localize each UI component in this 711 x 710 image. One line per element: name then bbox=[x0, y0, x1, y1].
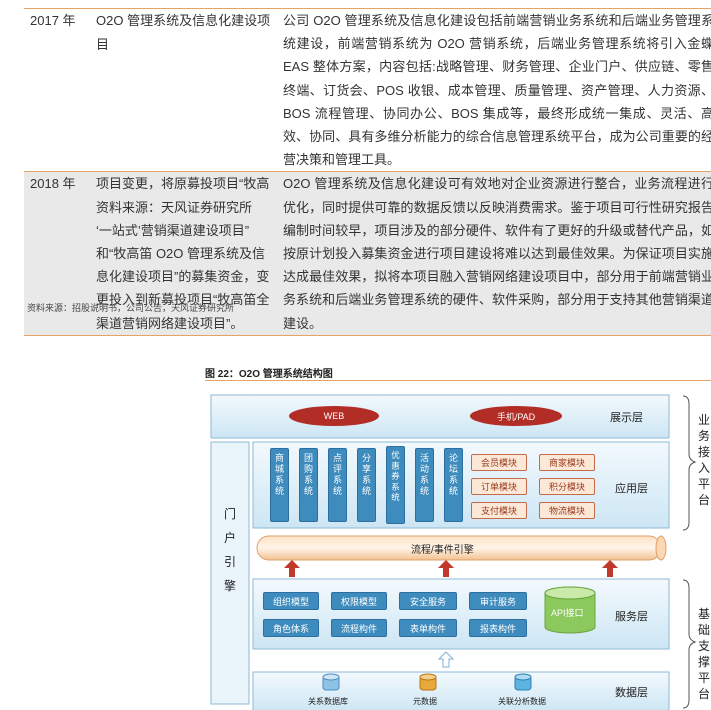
mall-system-module: 商城系统 bbox=[270, 448, 289, 522]
web-oval: WEB bbox=[289, 406, 379, 426]
permission-model-module: 权限模型 bbox=[331, 592, 387, 610]
org-model-module: 组织模型 bbox=[263, 592, 319, 610]
activity-system-module: 活动系统 bbox=[415, 448, 434, 522]
database-icons bbox=[322, 673, 532, 691]
forum-system-module: 论坛系统 bbox=[444, 448, 463, 522]
report-component-module: 报表构件 bbox=[469, 619, 527, 637]
figure-title: 图 22：O2O 管理系统结构图 bbox=[205, 369, 333, 380]
security-service-module: 安全服务 bbox=[399, 592, 457, 610]
review-system-module: 点评系统 bbox=[328, 448, 347, 522]
project-cell: 项目变更，将原募投项目“牧高 资料来源：天风证券研究所 ‘一站式’营销渠道建设项… bbox=[96, 176, 270, 331]
business-access-platform-label: 业务接入平台 bbox=[697, 413, 710, 507]
group-buy-system-module: 团购系统 bbox=[299, 448, 318, 522]
infra-brace bbox=[682, 579, 697, 709]
project-cell: O2O 管理系统及信息化建设项目 bbox=[96, 13, 271, 52]
service-layer-box bbox=[252, 578, 670, 650]
portal-engine-box bbox=[210, 441, 250, 705]
coupon-system-module: 优惠券系统 bbox=[386, 446, 405, 524]
association-data-label: 关联分析数据 bbox=[498, 697, 546, 706]
business-brace bbox=[682, 395, 697, 531]
mobile-pad-oval: 手机/PAD bbox=[470, 406, 562, 426]
display-layer-label: 展示层 bbox=[610, 412, 643, 424]
display-layer-box bbox=[210, 394, 670, 439]
points-module: 积分模块 bbox=[539, 478, 595, 495]
application-layer-label: 应用层 bbox=[615, 483, 648, 495]
data-arrow bbox=[437, 651, 455, 668]
metadata-label: 元数据 bbox=[413, 697, 437, 706]
flow-engine-label: 流程/事件引擎 bbox=[411, 545, 474, 556]
source-note: 资料来源：招股说明书，公司公告，天风证券研究所 bbox=[27, 303, 235, 313]
audit-service-module: 审计服务 bbox=[469, 592, 527, 610]
merchant-module: 商家模块 bbox=[539, 454, 595, 471]
infra-support-platform-label: 基础支撑平台 bbox=[697, 607, 710, 701]
description-cell: O2O 管理系统及信息化建设可有效地对企业资源进行整合，业务流程进行优化，同时提… bbox=[283, 176, 711, 331]
table-row: 2018 年 项目变更，将原募投项目“牧高 资料来源：天风证券研究所 ‘一站式’… bbox=[24, 172, 711, 336]
description-cell: 公司 O2O 管理系统及信息化建设包括前端营销业务系统和后端业务管理系统建设，前… bbox=[283, 13, 711, 168]
api-cylinder-body bbox=[544, 593, 596, 634]
share-system-module: 分享系统 bbox=[357, 448, 376, 522]
portal-engine-label: 门 户 引 擎 bbox=[223, 507, 236, 593]
member-module: 会员模块 bbox=[471, 454, 527, 471]
table-row: 2017 年 O2O 管理系统及信息化建设项目 公司 O2O 管理系统及信息化建… bbox=[24, 8, 711, 173]
year-cell: 2017 年 bbox=[30, 13, 76, 28]
project-table: 2017 年 O2O 管理系统及信息化建设项目 公司 O2O 管理系统及信息化建… bbox=[24, 8, 711, 336]
api-interface-label: API接口 bbox=[551, 608, 584, 618]
data-layer-box bbox=[252, 671, 670, 710]
payment-module: 支付模块 bbox=[471, 502, 527, 519]
service-layer-label: 服务层 bbox=[615, 611, 648, 623]
relational-db-label: 关系数据库 bbox=[308, 697, 348, 706]
architecture-diagram: WEB 手机/PAD 展示层 门 户 引 擎 商城系统 团购系统 点评系统 分享… bbox=[205, 384, 711, 710]
figure-rule bbox=[205, 380, 711, 381]
process-component-module: 流程构件 bbox=[331, 619, 387, 637]
up-arrows bbox=[284, 560, 618, 577]
form-component-module: 表单构件 bbox=[399, 619, 457, 637]
year-cell: 2018 年 bbox=[30, 176, 76, 192]
order-module: 订单模块 bbox=[471, 478, 527, 495]
data-layer-label: 数据层 bbox=[615, 687, 648, 699]
role-system-module: 角色体系 bbox=[263, 619, 319, 637]
logistics-module: 物流模块 bbox=[539, 502, 595, 519]
